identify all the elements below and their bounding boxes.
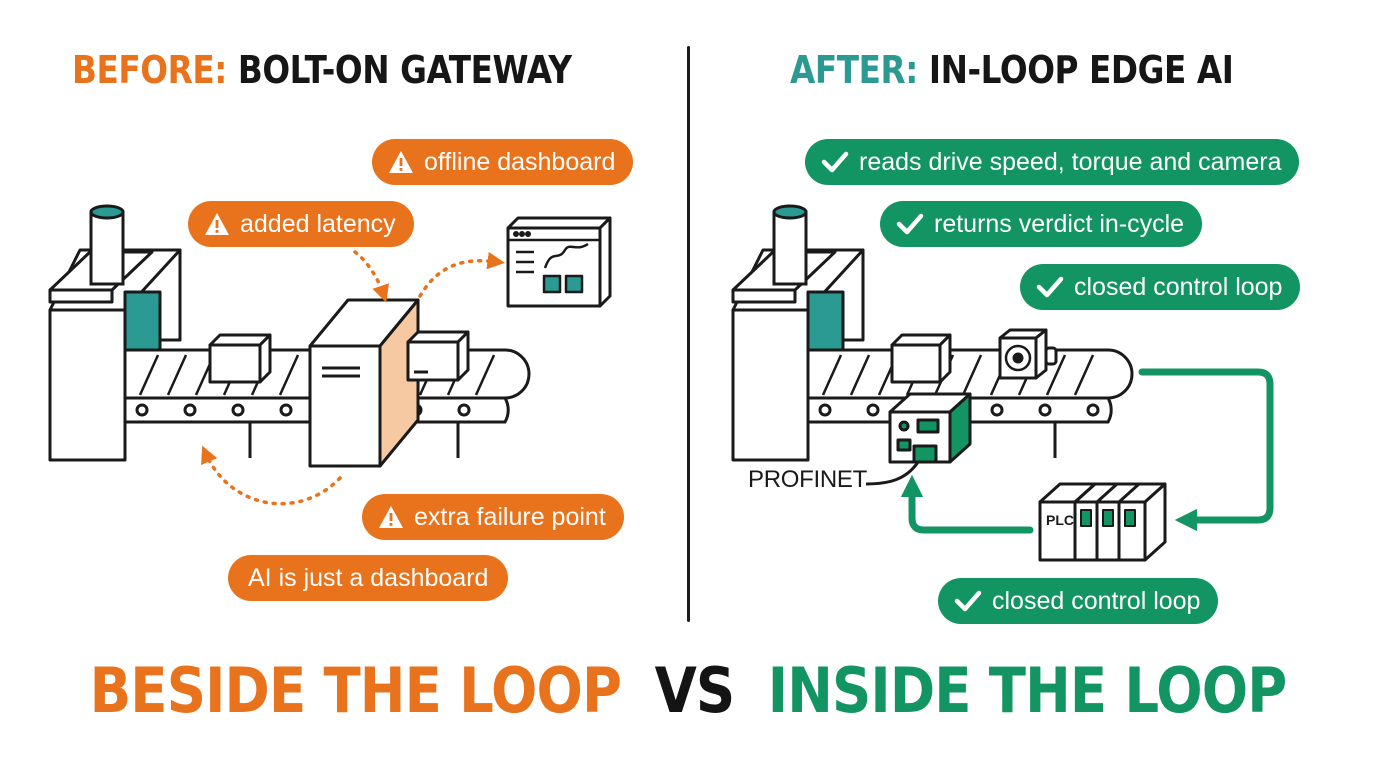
callout-text: AI is just a dashboard <box>248 563 489 592</box>
check-icon <box>954 589 982 613</box>
profinet-label: PROFINET <box>748 466 867 493</box>
right-box-package <box>890 333 952 384</box>
right-silo-cylinder <box>772 204 808 286</box>
after-title: AFTER: IN-LOOP EDGE AI <box>790 48 1234 92</box>
check-icon <box>1036 275 1064 299</box>
gateway-cabinet <box>308 298 420 468</box>
profinet-cable <box>865 461 920 486</box>
callout-text: extra failure point <box>414 502 606 531</box>
control-loop-arrows <box>900 368 1274 534</box>
banner-left: BESIDE THE LOOP <box>89 654 622 727</box>
banner-right: INSIDE THE LOOP <box>767 654 1288 727</box>
warning-icon <box>204 212 230 236</box>
check-icon <box>821 150 849 174</box>
dashboard-monitor-icon <box>506 216 612 308</box>
check-icon <box>896 212 924 236</box>
callout-text: offline dashboard <box>424 147 616 176</box>
callout-text: reads drive speed, torque and camera <box>859 147 1282 176</box>
callout-closed-control-loop-bottom: closed control loop <box>938 578 1219 624</box>
callout-ai-is-just-a-dashboard: AI is just a dashboard <box>228 555 509 601</box>
left-silo-cylinder <box>89 204 125 286</box>
after-title-main: IN-LOOP EDGE AI <box>928 48 1234 92</box>
edge-ai-module <box>888 392 972 464</box>
before-title-main: BOLT-ON GATEWAY <box>237 48 572 92</box>
callout-extra-failure-point: extra failure point <box>362 494 624 540</box>
plc-label: PLC <box>1046 512 1074 528</box>
banner-vs: VS <box>654 654 736 727</box>
callout-reads-drive-speed: reads drive speed, torque and camera <box>805 139 1300 185</box>
before-title-prefix: BEFORE: <box>72 48 227 92</box>
callout-added-latency: added latency <box>188 201 414 247</box>
bottom-banner: BESIDE THE LOOP VS INSIDE THE LOOP <box>0 654 1376 727</box>
before-title: BEFORE: BOLT-ON GATEWAY <box>72 48 572 92</box>
plc-controller <box>1038 482 1167 562</box>
left-box-package <box>208 333 272 384</box>
after-title-prefix: AFTER: <box>790 48 918 92</box>
callout-returns-verdict: returns verdict in-cycle <box>880 201 1203 247</box>
panel-divider <box>687 46 690 622</box>
left-dashed-arrows <box>201 250 505 506</box>
warning-icon <box>378 505 404 529</box>
callout-text: closed control loop <box>992 586 1201 615</box>
warning-icon <box>388 150 414 174</box>
callout-closed-control-loop-top: closed control loop <box>1020 264 1301 310</box>
left-box-package-2 <box>406 330 470 382</box>
callout-text: closed control loop <box>1074 272 1283 301</box>
callout-offline-dashboard: offline dashboard <box>372 139 634 185</box>
camera-icon <box>998 328 1058 380</box>
callout-text: added latency <box>240 209 396 238</box>
callout-text: returns verdict in-cycle <box>934 209 1185 238</box>
